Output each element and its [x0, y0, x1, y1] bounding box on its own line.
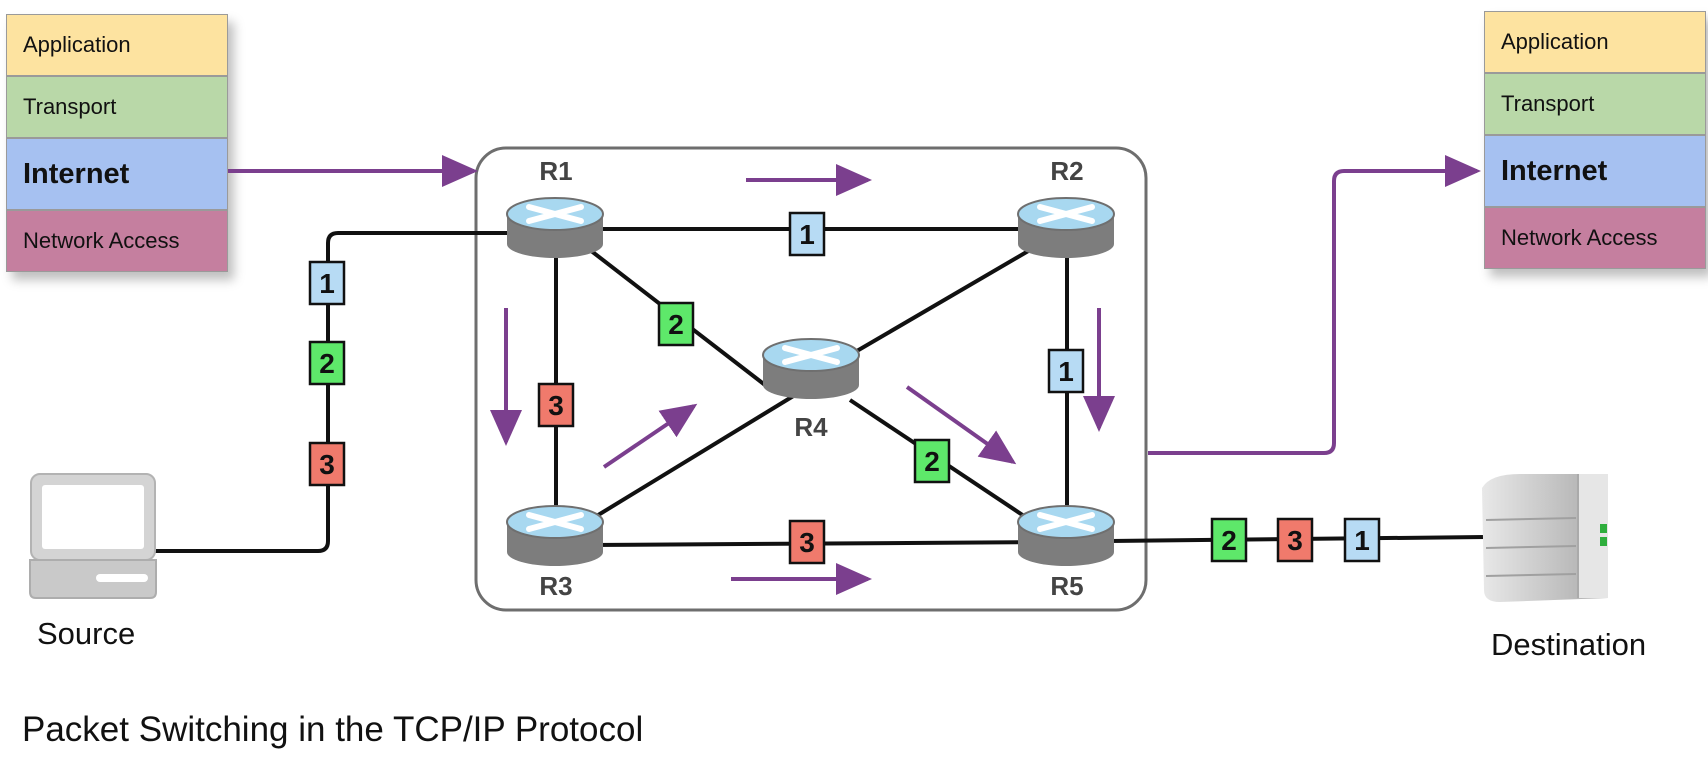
link-r3-r4 [588, 393, 797, 522]
router-r1 [506, 197, 604, 258]
laptop-icon [29, 473, 157, 599]
network-links [152, 227, 1486, 553]
arrow-r3-to-r4 [602, 403, 698, 469]
packet-3-r3-r5: 3 [788, 519, 826, 565]
packet-2-r1-r4: 2 [657, 301, 695, 347]
packet-1-label: 1 [1058, 356, 1074, 387]
router-r5 [1017, 505, 1115, 566]
packet-2-destination-link: 2 [1210, 517, 1248, 563]
arrow-r4-to-r5 [905, 385, 1017, 465]
arrow-network-to-destination-internet [1148, 155, 1481, 455]
packet-3-label: 3 [548, 390, 564, 421]
destination-transport-layer: Transport [1484, 73, 1706, 135]
router-network-frame [474, 146, 1148, 612]
packet-2-label: 2 [319, 348, 335, 379]
packet-1-r1-r2: 1 [788, 211, 826, 257]
packet-3-destination-link: 3 [1276, 517, 1314, 563]
router-r2 [1017, 197, 1115, 258]
diagram-title: Packet Switching in the TCP/IP Protocol [22, 710, 644, 749]
source-protocol-stack: Application Transport Internet Network A… [6, 14, 228, 272]
source-label: Source [37, 616, 136, 651]
router-r5-label: R5 [1050, 571, 1083, 601]
source-network-access-layer: Network Access [6, 210, 228, 272]
router-r4 [762, 338, 860, 399]
packet-3-label: 3 [799, 527, 815, 558]
source-to-r1-link [152, 231, 508, 553]
flow-arrows [228, 155, 1481, 595]
destination-protocol-stack: Application Transport Internet Network A… [1484, 11, 1706, 269]
router-r3 [506, 505, 604, 566]
router-r1-label: R1 [539, 156, 572, 186]
router-r3-label: R3 [539, 571, 572, 601]
source-internet-layer: Internet [6, 138, 228, 210]
packet-2-r4-r5: 2 [913, 438, 951, 484]
destination-network-access-layer: Network Access [1484, 207, 1706, 269]
packet-1-label: 1 [319, 268, 335, 299]
packet-3-label: 3 [319, 449, 335, 480]
packet-1-source-link: 1 [308, 260, 346, 306]
packet-1-label: 1 [799, 219, 815, 250]
packet-2-source-link: 2 [308, 340, 346, 386]
source-application-layer: Application [6, 14, 228, 76]
server-icon [1482, 474, 1608, 602]
router-r4-label: R4 [794, 412, 828, 442]
source-transport-layer: Transport [6, 76, 228, 138]
packet-2-label: 2 [668, 309, 684, 340]
packet-3-source-link: 3 [308, 441, 346, 487]
packet-3-r1-r3: 3 [537, 382, 575, 428]
destination-application-layer: Application [1484, 11, 1706, 73]
packet-3-label: 3 [1287, 525, 1303, 556]
router-r2-label: R2 [1050, 156, 1083, 186]
destination-label: Destination [1491, 627, 1647, 662]
packet-1-destination-link: 1 [1343, 517, 1381, 563]
destination-internet-layer: Internet [1484, 135, 1706, 207]
link-r2-r4 [848, 248, 1032, 357]
packet-1-r2-r5: 1 [1047, 348, 1085, 394]
packet-2-label: 2 [924, 446, 940, 477]
packet-1-label: 1 [1354, 525, 1370, 556]
packet-2-label: 2 [1221, 525, 1237, 556]
